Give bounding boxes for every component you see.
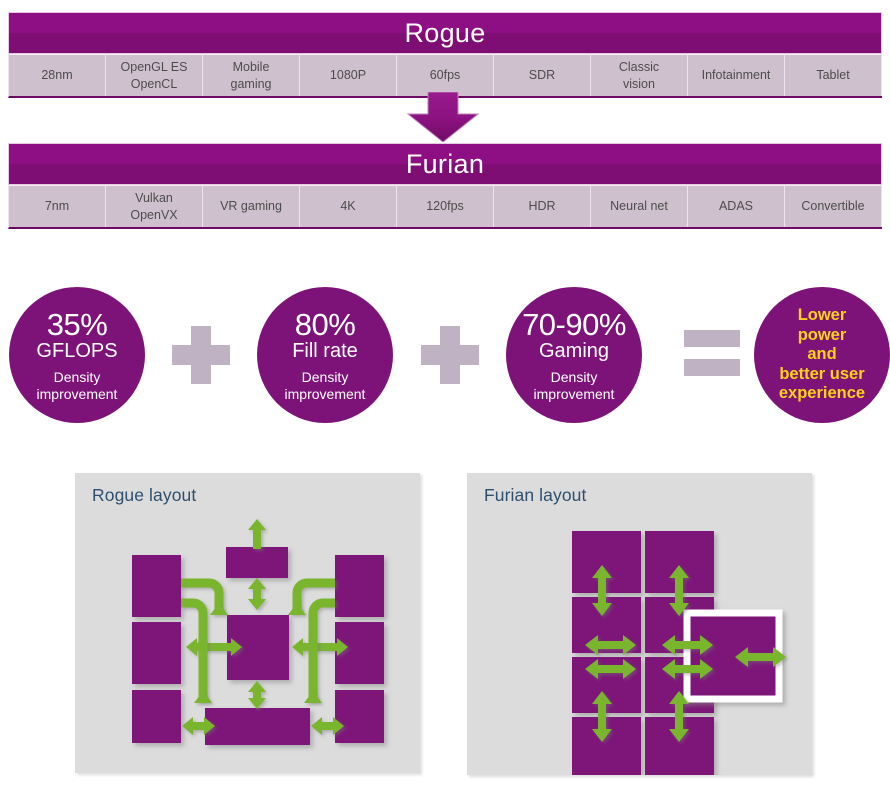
generation-block-furian: Furian 7nm Vulkan OpenVX VR gaming 4K 12… [8,143,882,229]
result-text: Lower power and better user experience [778,306,866,403]
feature-cell: Vulkan OpenVX [106,185,203,227]
feature-cell: ADAS [688,185,785,227]
feature-cell: 1080P [300,54,397,96]
rogue-interconnect-arrows [182,519,348,735]
feature-cell: 4K [300,185,397,227]
feature-cell: Tablet [785,54,882,96]
plus-icon [421,326,479,384]
feature-cell: Neural net [591,185,688,227]
result-circle: Lower power and better user experience [754,287,890,423]
feature-cell: Mobile gaming [203,54,300,96]
metric-note: Density improvement [36,369,118,402]
feature-row-furian: 7nm Vulkan OpenVX VR gaming 4K 120fps HD… [8,185,882,229]
metric-circle-fillrate: 80% Fill rate Density improvement [257,287,393,423]
feature-cell: Convertible [785,185,882,227]
equals-bar-top [684,330,740,347]
metric-note: Density improvement [533,369,615,402]
generation-title-furian: Furian [8,143,882,185]
metric-label: GFLOPS [36,339,118,362]
feature-cell: 60fps [397,54,494,96]
feature-cell: OpenGL ES OpenCL [106,54,203,96]
furian-horizontal-arrows [585,635,786,679]
metric-value: 35% [46,307,108,343]
equals-icon [684,330,740,378]
layout-panel-furian: Furian layout [467,473,812,775]
generation-title-rogue: Rogue [8,12,882,54]
equals-bar-bottom [684,359,740,376]
rogue-layout-diagram [75,473,420,773]
metric-note: Density improvement [284,369,366,402]
metric-label: Gaming [538,339,610,362]
rogue-bus-routes [181,578,335,701]
rogue-bus-arrowheads [194,603,322,703]
feature-cell: HDR [494,185,591,227]
metric-value: 70-90% [522,307,626,343]
down-arrow-icon [404,92,482,142]
plus-icon [172,326,230,384]
rogue-block-group [132,547,384,745]
layout-title-rogue: Rogue layout [92,485,197,505]
feature-cell: Infotainment [688,54,785,96]
feature-cell: VR gaming [203,185,300,227]
metric-circle-gflops: 35% GFLOPS Density improvement [9,287,145,423]
feature-cell: 28nm [9,54,106,96]
feature-cell: 7nm [9,185,106,227]
metric-circle-gaming: 70-90% Gaming Density improvement [506,287,642,423]
feature-cell: 120fps [397,185,494,227]
furian-layout-diagram [467,473,812,775]
metric-value: 80% [294,307,356,343]
layout-panel-rogue: Rogue layout [75,473,420,773]
metric-label: Fill rate [292,339,358,362]
feature-row-rogue: 28nm OpenGL ES OpenCL Mobile gaming 1080… [8,54,882,98]
feature-cell: SDR [494,54,591,96]
furian-vertical-arrows [592,565,689,742]
feature-cell: Classic vision [591,54,688,96]
generation-block-rogue: Rogue 28nm OpenGL ES OpenCL Mobile gamin… [8,12,882,98]
layout-title-furian: Furian layout [484,485,587,505]
